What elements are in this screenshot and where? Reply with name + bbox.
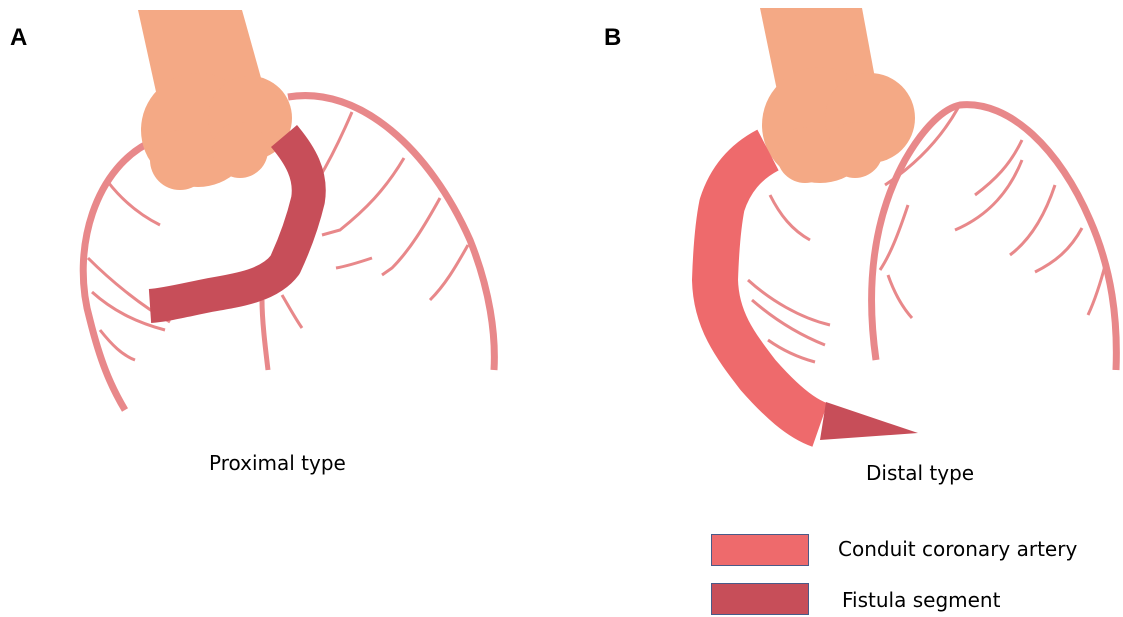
panel-label-a: A [10,24,27,52]
panel-b-left-branch [770,195,810,240]
panel-b-aortic-sinus [827,122,883,178]
panel-b-right-branch [955,160,1022,230]
panel-b-illustration [715,8,1116,440]
panel-a-right-artery [288,96,494,370]
panel-a-illustration [83,10,494,410]
panel-b-right-branch [1035,228,1082,272]
panel-a-mid-branch [282,295,302,328]
panel-b-right-branch [1010,185,1055,255]
panel-b-right-branch [975,140,1022,195]
panel-b-aortic-sinus [777,127,833,183]
panel-b-conduit-artery [715,150,820,425]
panel-b-fistula-segment [820,402,918,440]
panel-b-left-branch [752,300,825,345]
panel-a-left-artery [83,140,155,410]
panel-b-left-branch [748,280,830,325]
panel-a-caption: Proximal type [209,451,346,475]
panel-b-right-branch [1088,262,1106,315]
legend-swatch-fistula [711,583,809,615]
panel-a-right-branch [382,198,440,275]
panel-a-right-branch [322,158,404,235]
panel-a-mid-branch [262,300,268,370]
panel-label-b: B [604,24,621,52]
legend-swatch-conduit [711,534,809,566]
panel-b-right-artery [872,105,1117,370]
panel-a-right-branch [430,245,468,300]
panel-b-left-branch [768,340,815,362]
panel-a-right-branch [336,258,372,268]
panel-a-right-branch [318,112,352,180]
legend-label-fistula: Fistula segment [842,588,1000,612]
panel-b-right-branch [888,275,912,318]
panel-a-aortic-sinus [212,122,268,178]
panel-b-caption: Distal type [866,461,974,485]
panel-a-left-branch [108,182,160,225]
panel-a-left-branch [100,330,135,360]
panel-a-aortic-sinus [150,130,210,190]
legend-label-conduit: Conduit coronary artery [838,537,1077,561]
